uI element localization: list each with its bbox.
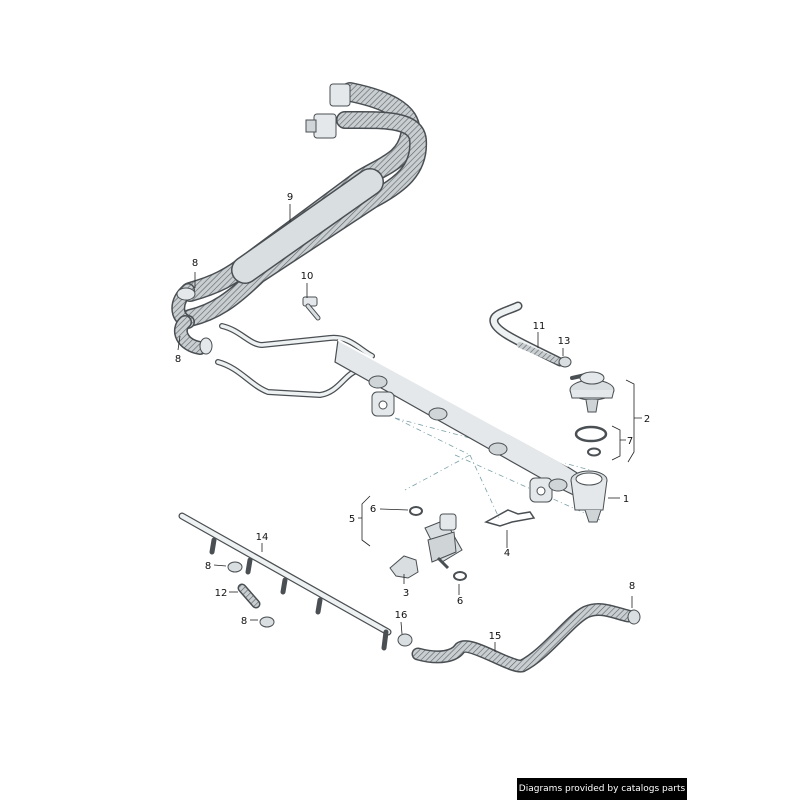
callout-14: 14 (256, 532, 269, 543)
callout-8-hose-upper: 8 (192, 258, 198, 269)
leader-lines (177, 204, 642, 652)
fuel-rail-14 (178, 512, 392, 651)
callout-12: 12 (215, 588, 228, 599)
steel-fuel-lines (215, 323, 375, 398)
lower-clamps (227, 561, 275, 628)
callout-16: 16 (395, 610, 408, 621)
callout-15: 15 (489, 631, 502, 642)
callout-6-upper: 6 (370, 504, 376, 515)
injector-5 (409, 506, 467, 581)
callout-7: 7 (627, 436, 633, 447)
clamp-13 (558, 356, 572, 368)
fuel-rail-1 (334, 339, 608, 523)
callout-8-hose-lower: 8 (175, 354, 181, 365)
callout-13: 13 (558, 336, 571, 347)
callout-6-lower: 6 (457, 596, 463, 607)
callout-9: 9 (287, 192, 293, 203)
callout-1: 1 (623, 494, 629, 505)
callout-8-right: 8 (629, 581, 635, 592)
callout-4: 4 (504, 548, 510, 559)
diagram-credit-banner: Diagrams provided by catalogs parts (517, 778, 687, 800)
bolt-10 (302, 296, 321, 321)
vacuum-hose-11 (489, 301, 565, 367)
callout-2: 2 (644, 414, 650, 425)
callout-11: 11 (533, 321, 546, 332)
callout-8-rail-upper: 8 (205, 561, 211, 572)
callout-5: 5 (349, 514, 355, 525)
feed-hose-15 (397, 603, 641, 673)
callout-8-rail-lower: 8 (241, 616, 247, 627)
pressure-regulator-2 (569, 371, 615, 413)
return-hose-9 (180, 82, 428, 327)
clip-4 (484, 509, 536, 527)
o-rings-7 (574, 425, 608, 457)
hose-elbows (171, 283, 213, 355)
injector-clamp-3 (389, 555, 419, 579)
callout-3: 3 (403, 588, 409, 599)
callout-10: 10 (301, 271, 314, 282)
callout-labels: 1 2 3 4 5 6 6 7 8 8 8 8 8 9 10 11 12 13 … (175, 192, 650, 642)
